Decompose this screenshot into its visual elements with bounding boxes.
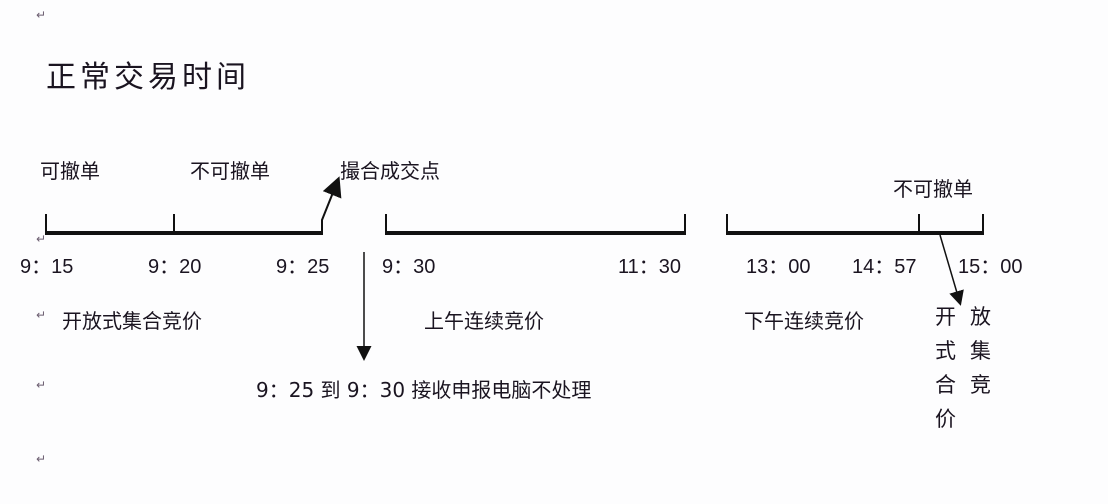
paragraph-mark: ↵ [36,452,47,466]
label-matching-point: 撮合成交点 [340,159,440,183]
segment-morning-auction [45,176,342,235]
phase-continuous-morning: 上午连续竞价 [424,309,544,333]
phase-open-auction-closing: 开放式集合竞价 [935,305,1005,431]
time-label: 9：30 [382,256,436,278]
time-label: 11：30 [618,256,682,278]
time-label: 14：57 [852,256,917,278]
time-label: 9：20 [148,256,202,278]
segment-afternoon [726,214,984,306]
paragraph-mark: ↵ [36,232,47,246]
note-925-930: 9：25 到 9：30 接收申报电脑不处理 [256,378,592,402]
segment-morning-continuous [385,214,686,235]
phase-open-auction-morning: 开放式集合竞价 [62,309,202,333]
paragraph-mark: ↵ [36,308,47,322]
paragraph-mark: ↵ [36,8,47,22]
time-label: 9：25 [276,256,330,278]
phase-continuous-afternoon: 下午连续竞价 [744,309,864,333]
label-cancellable: 可撤单 [40,159,100,183]
page-title: 正常交易时间 [46,60,250,95]
label-not-cancellable-morning: 不可撤单 [190,159,270,183]
label-not-cancellable-afternoon: 不可撤单 [893,177,973,201]
time-label: 13：00 [746,256,811,278]
paragraph-mark: ↵ [36,378,47,392]
time-label: 15：00 [958,256,1023,278]
time-label: 9：15 [20,256,74,278]
